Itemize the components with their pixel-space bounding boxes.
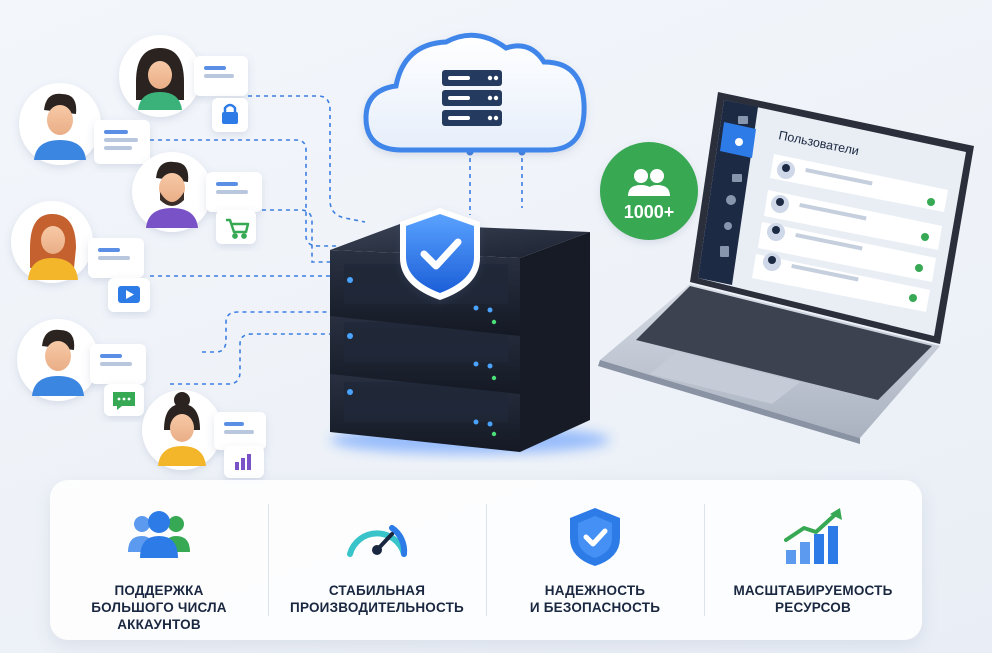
list-item [752,253,930,312]
feature-label: МАСШТАБИРУЕМОСТЬ РЕСУРСОВ [733,583,893,615]
user-avatar [19,83,101,165]
users-count-badge: 1000+ [600,142,698,240]
chart-icon [732,174,742,182]
user-avatar [17,319,99,401]
gear-icon [726,195,736,205]
chat-icon [113,392,135,410]
growth-chart-icon [784,508,842,564]
info-card [194,56,248,132]
feature-label: ПОДДЕРЖКА БОЛЬШОГО ЧИСЛА АККАУНТОВ [91,583,227,632]
cart-icon [226,218,250,239]
user-icon [724,222,732,230]
server-stack [330,208,610,454]
user-avatars [11,35,266,478]
connection-lines [150,95,523,385]
list-item [770,154,948,212]
user-list [752,154,948,312]
feature-security: НАДЕЖНОСТЬ И БЕЗОПАСНОСТЬ [486,480,704,640]
user-avatar [11,201,93,283]
server-rack-icon [442,70,502,126]
list-item [764,190,942,250]
laptop-sidebar-icons [720,116,748,257]
laptop: Пользователи [598,92,974,444]
feature-accounts: ПОДДЕРЖКА БОЛЬШОГО ЧИСЛА АККАУНТОВ [50,480,268,640]
play-icon [118,286,140,303]
user-avatar [119,35,201,117]
bar-chart-icon [235,454,251,470]
info-card [88,238,150,312]
lock-icon [222,103,238,124]
shield-check-icon [570,508,620,566]
users-count-text: 1000+ [624,202,675,222]
info-card [214,412,266,478]
feature-scalability: МАСШТАБИРУЕМОСТЬ РЕСУРСОВ [704,480,922,640]
feature-performance: СТАБИЛЬНАЯ ПРОИЗВОДИТЕЛЬНОСТЬ [268,480,486,640]
info-card [90,344,146,416]
user-avatar [132,152,212,232]
list-item [758,222,936,282]
users-icon [735,138,743,146]
feature-label: НАДЕЖНОСТЬ И БЕЗОПАСНОСТЬ [529,583,661,615]
features-panel: ПОДДЕРЖКА БОЛЬШОГО ЧИСЛА АККАУНТОВ СТАБИ… [50,480,922,640]
info-card [206,172,262,244]
shield-check-icon [400,208,480,300]
users-group-icon [128,511,190,558]
users-icon [628,169,670,196]
home-icon [738,116,748,124]
feature-label: СТАБИЛЬНАЯ ПРОИЗВОДИТЕЛЬНОСТЬ [290,583,464,615]
speedometer-icon [347,525,408,557]
info-card [94,120,150,164]
user-avatar [142,390,222,470]
document-icon [720,246,729,257]
